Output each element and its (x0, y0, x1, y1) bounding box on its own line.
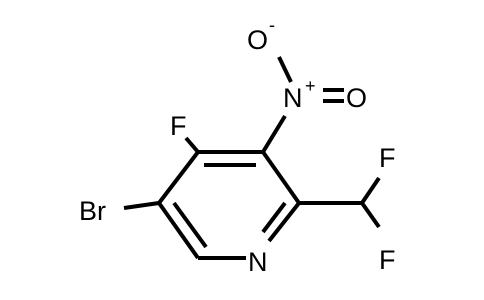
bond-n-o-top (277, 56, 293, 83)
fluorine-chf2-top-label: F (379, 143, 396, 173)
bond-c1-n-inner (261, 201, 287, 234)
ring-nitrogen-label: N (248, 247, 268, 277)
fluorine-ring-label: F (170, 111, 187, 141)
nitro-nitrogen-charge: + (305, 76, 316, 96)
bond-c4-c5-inner (172, 201, 208, 249)
bond-c2-n-nitro (261, 114, 287, 154)
bond-chf2-f-bottom (360, 201, 381, 229)
bond-chf2-f-top (360, 176, 381, 205)
pyridine-ring-bonds (157, 150, 301, 260)
nitro-oxygen-top-charge: - (269, 15, 275, 35)
bond-c3-c4 (157, 150, 200, 205)
bromine-label: Br (79, 196, 106, 226)
bond-c1-c2 (261, 150, 301, 205)
bond-c4-br (123, 201, 160, 210)
fluorine-chf2-bottom-label: F (379, 245, 396, 275)
nitro-oxygen-right-label: O (346, 83, 367, 113)
nitro-nitrogen-label: N (283, 83, 303, 113)
bond-c4-c5 (157, 201, 200, 260)
bond-c3-f (184, 136, 200, 154)
substituent-bonds (123, 56, 381, 229)
bond-n-c1 (267, 201, 301, 243)
nitro-oxygen-top-label: O (247, 25, 268, 55)
